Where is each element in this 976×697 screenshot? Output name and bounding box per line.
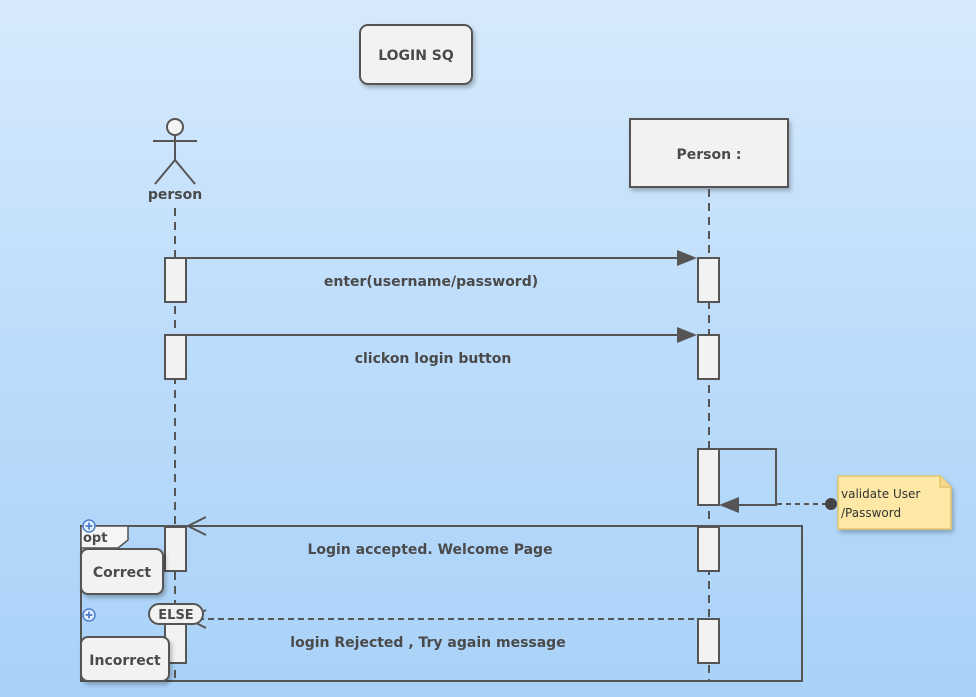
activation-bar[interactable]: [164, 526, 187, 572]
guard-correct[interactable]: Correct: [80, 548, 164, 595]
else-separator[interactable]: ELSE: [148, 603, 204, 625]
actor-head-icon: [166, 118, 184, 136]
arrowhead-icon: [677, 250, 697, 266]
activation-bar[interactable]: [697, 257, 720, 303]
message-login-accepted[interactable]: Login accepted. Welcome Page: [185, 516, 697, 558]
actor-person[interactable]: person: [148, 118, 202, 203]
expand-icon[interactable]: [82, 519, 96, 533]
activation-bar[interactable]: [697, 618, 720, 664]
message-enter-credentials[interactable]: enter(username/password): [186, 250, 697, 290]
message-login-rejected[interactable]: login Rejected , Try again message: [185, 609, 697, 651]
message-label: login Rejected , Try again message: [290, 635, 565, 651]
activation-bar[interactable]: [164, 257, 187, 303]
guard-label: Incorrect: [89, 653, 161, 669]
message-label: Login accepted. Welcome Page: [307, 542, 552, 558]
diagram-title: LOGIN SQ: [378, 48, 454, 64]
activation-bar[interactable]: [697, 448, 720, 506]
message-label: enter(username/password): [324, 274, 538, 290]
else-label: ELSE: [158, 608, 193, 623]
message-label: clickon login button: [355, 351, 512, 367]
fragment-operator: opt: [83, 531, 107, 546]
note-line-2: /Password: [841, 506, 901, 520]
title-box[interactable]: LOGIN SQ: [359, 24, 473, 85]
guard-incorrect[interactable]: Incorrect: [80, 636, 170, 682]
activation-bar[interactable]: [164, 334, 187, 380]
lifeline-label: Person :: [676, 147, 741, 163]
activation-bar[interactable]: [697, 526, 720, 572]
activation-bar[interactable]: [697, 334, 720, 380]
lifeline-header-person[interactable]: Person :: [629, 118, 789, 188]
open-arrowhead-icon: [185, 516, 207, 536]
actor-label: person: [148, 187, 202, 203]
note-validate[interactable]: validate User /Password: [837, 475, 952, 530]
note-anchor-icon: [825, 498, 837, 510]
message-click-login[interactable]: clickon login button: [186, 327, 697, 367]
note-line-1: validate User: [841, 487, 920, 501]
arrowhead-icon: [719, 497, 739, 513]
message-self-validate[interactable]: [719, 448, 777, 513]
arrowhead-icon: [677, 327, 697, 343]
guard-label: Correct: [93, 565, 151, 581]
expand-icon[interactable]: [82, 608, 96, 622]
